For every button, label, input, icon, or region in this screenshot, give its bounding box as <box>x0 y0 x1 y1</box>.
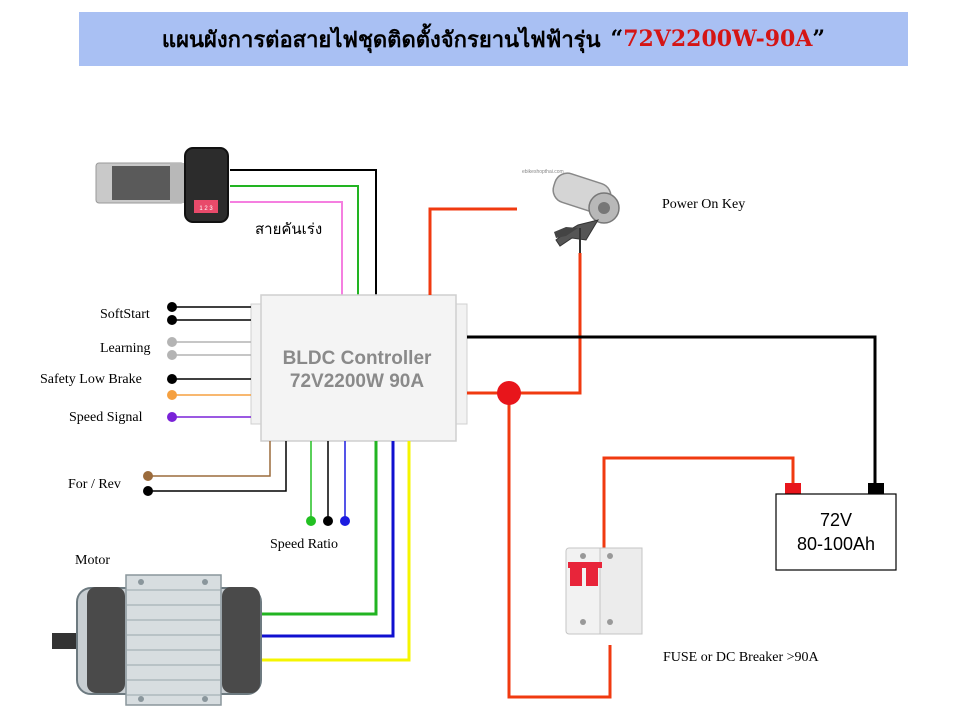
breaker-label: FUSE or DC Breaker >90A <box>663 650 819 665</box>
power-wires <box>428 207 795 699</box>
phase-wire-yellow <box>258 441 411 662</box>
speed-signal-dot <box>167 412 177 422</box>
key-wire-to-junction <box>509 253 582 395</box>
throttle-button-text: 1 2 3 <box>199 206 213 212</box>
for-rev-wire-black <box>148 441 287 492</box>
speed-ratio-wires <box>306 441 350 526</box>
battery-terminal-positive <box>785 483 801 494</box>
softstart-label: SoftStart <box>100 307 150 322</box>
throttle-wire-green <box>230 185 359 296</box>
power-on-key-label: Power On Key <box>662 197 746 212</box>
learning-dot-2 <box>167 350 177 360</box>
power-junction-dot <box>497 381 521 405</box>
throttle-wire-pink <box>230 201 343 296</box>
softstart-dot-1 <box>167 302 177 312</box>
throttle-wires <box>230 169 377 296</box>
throttle-wire-black <box>230 169 377 296</box>
battery-negative-wire <box>467 335 877 483</box>
for-rev-dot-brown <box>143 471 153 481</box>
learning-label: Learning <box>100 341 151 356</box>
for-rev-dot-black <box>143 486 153 496</box>
diagram-title: แผนผังการต่อสายไฟชุดติดตั้งจักรยานไฟฟ้าร… <box>161 26 601 53</box>
controller-name: BLDC Controller <box>283 348 432 369</box>
phase-wire-green <box>258 441 378 616</box>
title-model: 72V2200W-90A <box>623 26 813 52</box>
speed-signal-label: Speed Signal <box>69 410 143 425</box>
motor <box>52 574 262 706</box>
motor-phase-wires <box>258 441 411 662</box>
key-switch-watermark: ebikeshopthai.com <box>522 169 564 175</box>
dc-breaker <box>565 547 643 635</box>
learning-dot-1 <box>167 337 177 347</box>
breaker-to-battery-wire <box>602 456 795 548</box>
key-wire-from-controller <box>428 207 517 295</box>
battery: 72V 80-100Ah <box>775 483 897 571</box>
motor-label: Motor <box>75 553 110 568</box>
safety-low-brake-label: Safety Low Brake <box>40 372 142 387</box>
key-switch: ebikeshopthai.com <box>522 169 620 253</box>
softstart-dot-2 <box>167 315 177 325</box>
title-open-quote: “ <box>610 26 624 52</box>
left-signal-dots <box>143 302 177 496</box>
title-close-quote: ” <box>812 26 826 52</box>
controller-model: 72V2200W 90A <box>290 371 424 392</box>
controller-box: BLDC Controller 72V2200W 90A <box>250 294 468 442</box>
speed-ratio-label: Speed Ratio <box>270 537 339 552</box>
for-rev-label: For / Rev <box>68 477 121 492</box>
title-bar: แผนผังการต่อสายไฟชุดติดตั้งจักรยานไฟฟ้าร… <box>79 12 908 66</box>
throttle-grip: 1 2 3 <box>95 147 229 223</box>
left-signal-wires <box>148 306 287 492</box>
battery-capacity: 80-100Ah <box>797 534 875 554</box>
junction-to-breaker-wire <box>507 393 612 699</box>
brake-dot-black <box>167 374 177 384</box>
speed-ratio-dot-blue <box>340 516 350 526</box>
brake-dot-orange <box>167 390 177 400</box>
battery-voltage: 72V <box>820 510 852 530</box>
for-rev-wire-brown <box>148 441 271 477</box>
battery-terminal-negative <box>868 483 884 494</box>
phase-wire-blue <box>258 441 395 638</box>
throttle-label: สายคันเร่ง <box>255 220 323 238</box>
speed-ratio-dot-green <box>306 516 316 526</box>
speed-ratio-dot-black <box>323 516 333 526</box>
